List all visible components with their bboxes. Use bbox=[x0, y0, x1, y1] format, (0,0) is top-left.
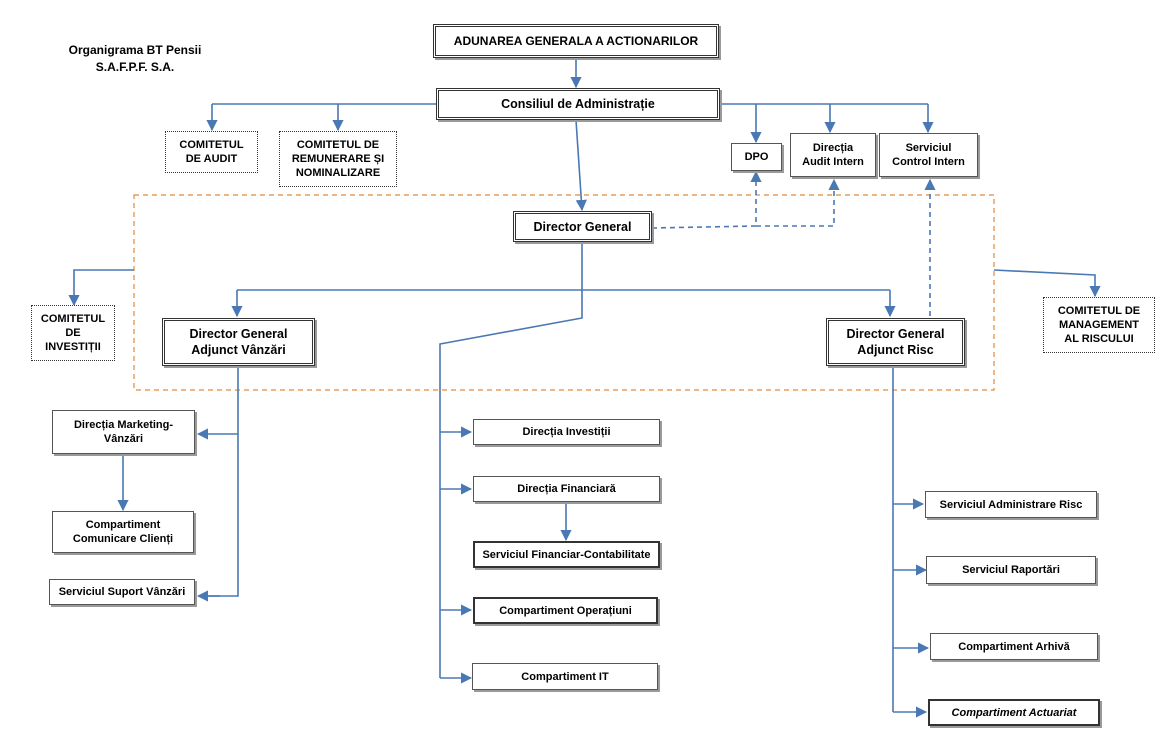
suport-vanzari-box: Serviciul Suport Vânzări bbox=[49, 579, 195, 605]
administrare-risc-box: Serviciul Administrare Risc bbox=[925, 491, 1097, 518]
marketing-box: Direcția Marketing- Vânzări bbox=[52, 410, 195, 454]
aga-box: ADUNAREA GENERALA A ACTIONARILOR bbox=[433, 24, 719, 58]
dga-vanzari-box: Director General Adjunct Vânzări bbox=[162, 318, 315, 366]
dpo-label: DPO bbox=[744, 151, 769, 163]
connector-investitii-committee bbox=[68, 269, 134, 307]
raportari-label: Serviciul Raportări bbox=[962, 564, 1060, 576]
aga-label: ADUNAREA GENERALA A ACTIONARILOR bbox=[453, 34, 699, 48]
operatiuni-label: Compartiment Operațiuni bbox=[499, 604, 632, 617]
chart-title-line1: Organigrama BT Pensii bbox=[68, 43, 202, 57]
comitet-remunerare-box: COMITETUL DE REMUNERARE ȘI NOMINALIZARE bbox=[279, 131, 397, 187]
dga-vanzari-label: Director General Adjunct Vânzări bbox=[189, 327, 288, 357]
dga-risc-label: Director General Adjunct Risc bbox=[846, 327, 945, 357]
comitet-audit-label: COMITETUL DE AUDIT bbox=[179, 139, 244, 165]
actuariat-label: Compartiment Actuariat bbox=[951, 706, 1077, 719]
ca-box: Consiliul de Administrație bbox=[436, 88, 720, 120]
comitet-risc-label: COMITETUL DE MANAGEMENT AL RISCULUI bbox=[1057, 305, 1141, 345]
financiara-box: Direcția Financiară bbox=[473, 476, 660, 502]
chart-title-line2: S.A.F.P.F. S.A. bbox=[95, 60, 175, 74]
connector-dg-central bbox=[439, 290, 583, 678]
arhiva-label: Compartiment Arhivă bbox=[958, 640, 1070, 653]
dashed-dg-audit-intern bbox=[756, 178, 840, 227]
director-general-label: Director General bbox=[533, 219, 632, 234]
audit-intern-label: Direcția Audit Intern bbox=[802, 142, 864, 168]
audit-intern-box: Direcția Audit Intern bbox=[790, 133, 876, 177]
financiar-contabil-box: Serviciul Financiar-Contabilitate bbox=[473, 541, 660, 568]
control-intern-label: Serviciul Control Intern bbox=[892, 142, 965, 168]
arhiva-box: Compartiment Arhivă bbox=[930, 633, 1098, 660]
dga-risc-box: Director General Adjunct Risc bbox=[826, 318, 965, 366]
dpo-box: DPO bbox=[731, 143, 782, 171]
comitet-investitii-label: COMITETUL DE INVESTIȚII bbox=[40, 313, 106, 353]
it-label: Compartiment IT bbox=[521, 670, 609, 683]
comitet-risc-box: COMITETUL DE MANAGEMENT AL RISCULUI bbox=[1043, 297, 1155, 353]
comitet-audit-box: COMITETUL DE AUDIT bbox=[165, 131, 258, 173]
control-intern-box: Serviciul Control Intern bbox=[879, 133, 978, 177]
investitii-label: Direcția Investiții bbox=[522, 426, 611, 438]
financiara-label: Direcția Financiară bbox=[517, 483, 616, 495]
dashed-dg-dpo bbox=[651, 170, 762, 229]
connector-vanzari-trunk bbox=[206, 368, 239, 597]
connector-risc-committee bbox=[993, 269, 1101, 298]
it-box: Compartiment IT bbox=[472, 663, 658, 690]
executive-region-boundary bbox=[133, 194, 995, 391]
actuariat-box: Compartiment Actuariat bbox=[928, 699, 1100, 726]
administrare-risc-label: Serviciul Administrare Risc bbox=[939, 498, 1083, 511]
suport-vanzari-label: Serviciul Suport Vânzări bbox=[58, 586, 186, 598]
comunicare-box: Compartiment Comunicare Clienți bbox=[52, 511, 194, 553]
financiar-contabil-label: Serviciul Financiar-Contabilitate bbox=[482, 548, 651, 561]
comitet-remunerare-label: COMITETUL DE REMUNERARE ȘI NOMINALIZARE bbox=[291, 139, 385, 179]
comitet-investitii-box: COMITETUL DE INVESTIȚII bbox=[31, 305, 115, 361]
chart-title: Organigrama BT Pensii S.A.F.P.F. S.A. bbox=[60, 42, 210, 76]
connector-ca-dg bbox=[575, 119, 587, 212]
marketing-label: Direcția Marketing- Vânzări bbox=[73, 419, 174, 445]
investitii-box: Direcția Investiții bbox=[473, 419, 660, 445]
comunicare-label: Compartiment Comunicare Clienți bbox=[72, 519, 174, 545]
director-general-box: Director General bbox=[513, 211, 652, 242]
raportari-box: Serviciul Raportări bbox=[926, 556, 1096, 584]
operatiuni-box: Compartiment Operațiuni bbox=[473, 597, 658, 624]
ca-label: Consiliul de Administrație bbox=[501, 97, 655, 111]
